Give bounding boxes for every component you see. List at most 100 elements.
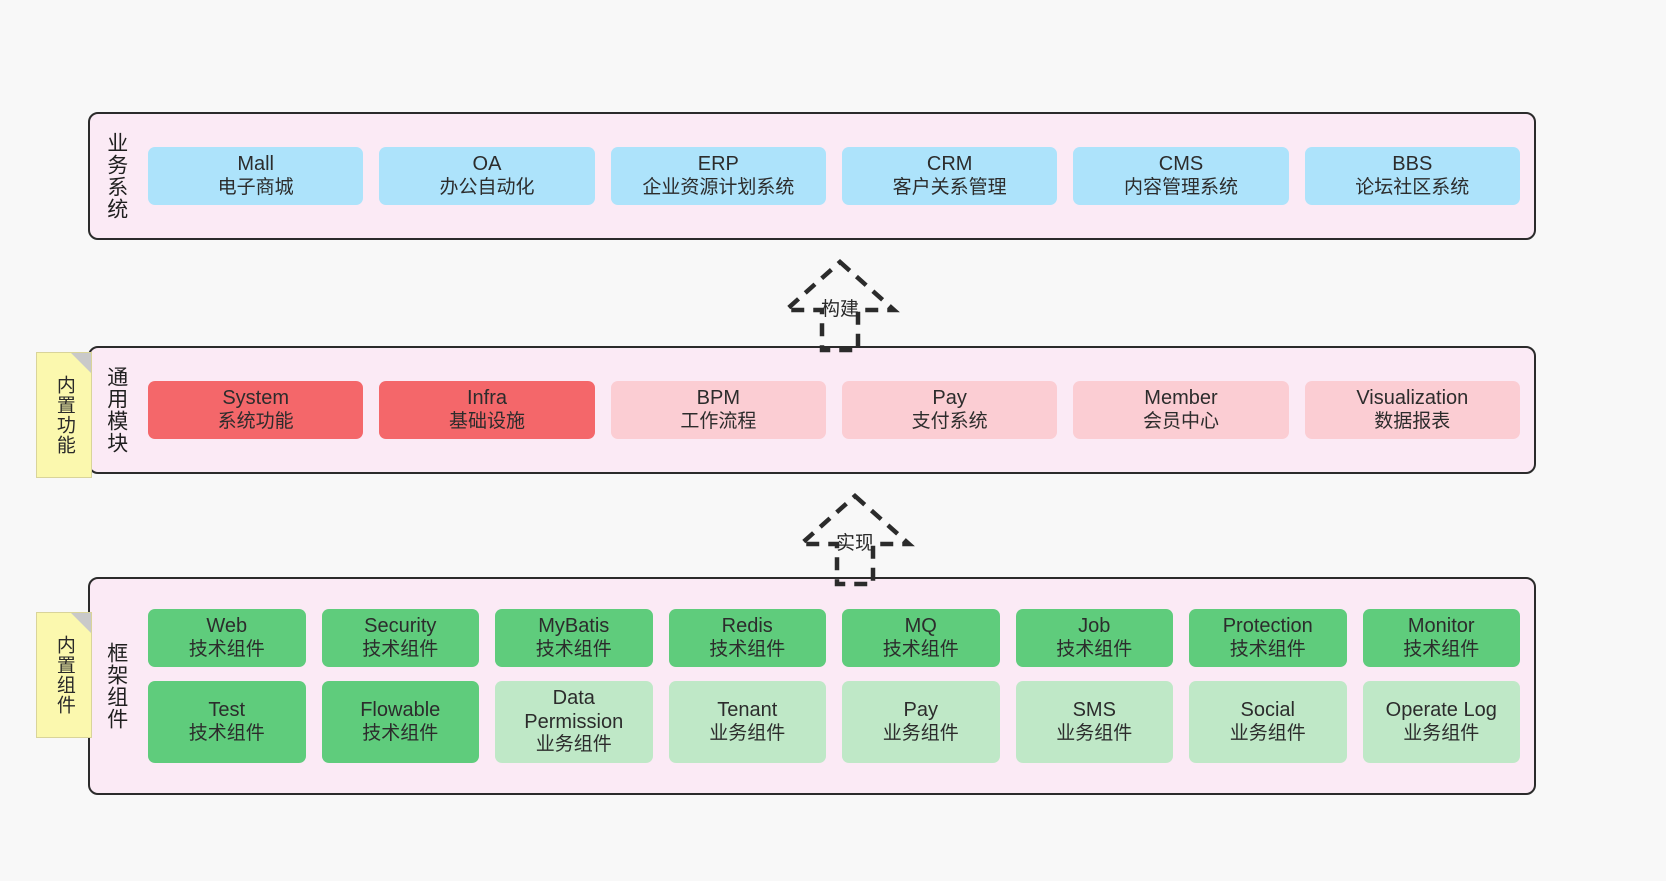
node-title: Visualization [1356,387,1469,409]
node-subtitle: 技术组件 [535,638,612,660]
node-redis[interactable]: Redis 技术组件 [668,609,826,668]
node-subtitle: 系统功能 [217,410,294,432]
node-mall[interactable]: Mall 电子商城 [148,147,364,205]
node-title: Tenant [717,699,778,721]
node-title: MQ [904,615,937,638]
node-flowable[interactable]: Flowable 技术组件 [321,681,479,763]
node-subtitle: 客户关系管理 [892,176,1007,198]
node-subtitle: 基础设施 [448,410,525,432]
node-subtitle: 业务组件 [882,722,959,744]
node-subtitle: 论坛社区系统 [1355,176,1470,198]
layer-title-business-system: 业务系统 [104,132,128,220]
node-title: Monitor [1407,615,1475,638]
node-title: Redis [721,615,773,638]
node-subtitle: 技术组件 [709,638,786,660]
node-pay-module[interactable]: Pay 支付系统 [841,381,1058,439]
node-title: Operate Log [1385,699,1497,721]
node-visualization[interactable]: Visualization 数据报表 [1304,381,1520,439]
node-crm[interactable]: CRM 客户关系管理 [841,147,1058,205]
node-member[interactable]: Member 会员中心 [1073,381,1289,439]
layer-body-framework-components: Web 技术组件 Security 技术组件 MyBatis 技术组件 Redi… [142,579,1534,793]
node-tenant[interactable]: Tenant 业务组件 [668,681,826,763]
node-job[interactable]: Job 技术组件 [1015,609,1173,668]
node-row: Web 技术组件 Security 技术组件 MyBatis 技术组件 Redi… [148,609,1520,668]
node-subtitle: 数据报表 [1374,410,1451,432]
node-operate-log[interactable]: Operate Log 业务组件 [1362,681,1520,763]
node-title: SMS [1072,699,1116,721]
node-mq[interactable]: MQ 技术组件 [842,609,1000,668]
node-title: Protection [1222,615,1313,638]
arrow-build-label: 构建 [820,299,860,320]
node-monitor[interactable]: Monitor 技术组件 [1362,609,1520,668]
node-sms[interactable]: SMS 业务组件 [1015,681,1173,763]
node-social[interactable]: Social 业务组件 [1189,681,1347,763]
node-erp[interactable]: ERP 企业资源计划系统 [610,147,826,205]
node-cms[interactable]: CMS 内容管理系统 [1073,147,1289,205]
node-title: BBS [1392,153,1433,175]
layer-framework-components: 框架组件 Web 技术组件 Security 技术组件 MyBatis 技术组件… [88,577,1536,795]
note-fold-icon [71,353,91,373]
node-subtitle: 技术组件 [882,638,959,660]
node-pay-component[interactable]: Pay 业务组件 [842,681,1000,763]
node-mybatis[interactable]: MyBatis 技术组件 [495,609,653,668]
arrow-implement-label: 实现 [835,533,875,554]
node-subtitle: 技术组件 [362,722,439,744]
arrow-implement: 实现 [775,492,935,588]
node-subtitle: 企业资源计划系统 [642,176,795,198]
layer-business-system: 业务系统 Mall 电子商城 OA 办公自动化 ERP 企业资源计划系统 CRM… [88,112,1536,240]
node-subtitle: 技术组件 [1056,638,1133,660]
sticky-note-builtin-component: 内置组件 [36,612,92,738]
node-title: Member [1144,387,1218,409]
node-title: Data Permission [524,687,624,733]
node-row: Mall 电子商城 OA 办公自动化 ERP 企业资源计划系统 CRM 客户关系… [148,147,1520,205]
layer-body-common-modules: System 系统功能 Infra 基础设施 BPM 工作流程 Pay 支付系统… [142,348,1534,472]
node-title: System [222,387,289,409]
node-subtitle: 技术组件 [362,638,439,660]
layer-title-common-modules: 通用模块 [104,366,128,454]
node-title: Social [1240,699,1295,721]
node-protection[interactable]: Protection 技术组件 [1189,609,1347,668]
layer-common-modules: 通用模块 System 系统功能 Infra 基础设施 BPM 工作流程 Pay… [88,346,1536,474]
node-title: OA [472,153,502,175]
node-subtitle: 技术组件 [1403,638,1480,660]
node-title: Security [364,615,437,638]
node-security[interactable]: Security 技术组件 [321,609,479,668]
node-title: CRM [926,153,973,175]
node-bbs[interactable]: BBS 论坛社区系统 [1304,147,1520,205]
node-subtitle: 内容管理系统 [1123,176,1238,198]
node-title: CMS [1158,153,1204,175]
node-row: Test 技术组件 Flowable 技术组件 Data Permission … [148,681,1520,763]
node-title: Flowable [360,699,441,721]
node-system[interactable]: System 系统功能 [148,381,364,439]
node-title: MyBatis [538,615,610,638]
note-fold-icon [71,613,91,633]
node-subtitle: 工作流程 [680,410,757,432]
node-row: System 系统功能 Infra 基础设施 BPM 工作流程 Pay 支付系统… [148,381,1520,439]
node-title: Job [1078,615,1111,638]
layer-body-business-system: Mall 电子商城 OA 办公自动化 ERP 企业资源计划系统 CRM 客户关系… [142,114,1534,238]
node-title: Web [206,615,248,638]
sticky-note-label: 内置功能 [53,375,75,455]
node-oa[interactable]: OA 办公自动化 [379,147,595,205]
arrow-implement-shape [795,492,915,587]
node-title: BPM [696,387,740,409]
node-test[interactable]: Test 技术组件 [148,681,306,763]
node-title: Mall [237,153,274,175]
node-title: Pay [932,387,967,409]
node-subtitle: 业务组件 [1229,722,1306,744]
node-subtitle: 电子商城 [217,176,294,198]
node-data-permission[interactable]: Data Permission 业务组件 [495,681,653,763]
node-infra[interactable]: Infra 基础设施 [379,381,595,439]
node-subtitle: 技术组件 [188,638,265,660]
node-title: Pay [903,699,938,721]
node-subtitle: 业务组件 [535,734,612,756]
node-subtitle: 会员中心 [1142,410,1219,432]
node-web[interactable]: Web 技术组件 [148,609,306,668]
node-subtitle: 支付系统 [911,410,988,432]
sticky-note-builtin-function: 内置功能 [36,352,92,478]
node-bpm[interactable]: BPM 工作流程 [610,381,826,439]
node-title: Test [208,699,246,721]
arrow-build: 构建 [760,258,920,354]
node-subtitle: 办公自动化 [439,176,535,198]
